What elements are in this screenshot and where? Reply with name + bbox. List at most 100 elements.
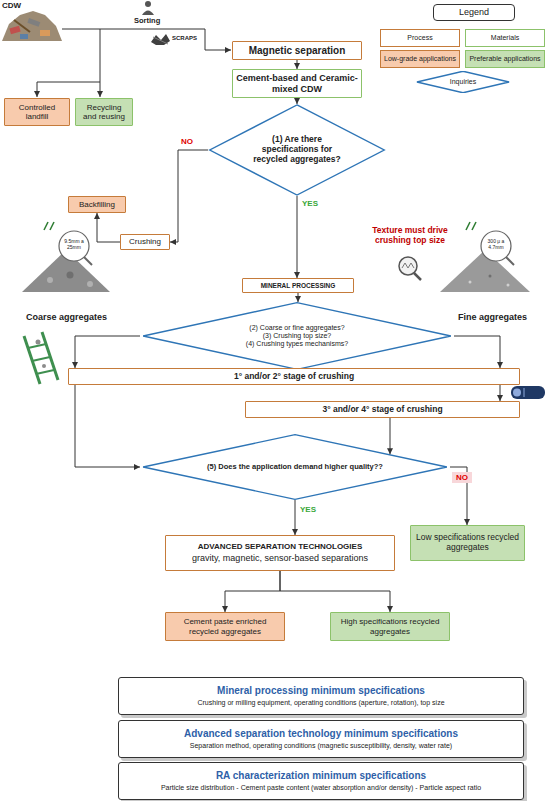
node-text: Low specifications recycled aggregates [414, 533, 521, 553]
node-text: Backfilling [79, 200, 115, 209]
process-box: Magnetic separation [232, 41, 362, 60]
diamond-shape [210, 105, 384, 195]
preferable-box: Recycling and reusing [75, 98, 133, 126]
node-text: 3° and/or 4° stage of crushing [322, 405, 442, 415]
text-label: SCRAPS [172, 35, 197, 42]
node-text: (4) Crushing types mechanisms? [246, 340, 348, 348]
legend-text: Process [407, 34, 432, 42]
rock [36, 340, 41, 345]
flow-arrow [280, 571, 390, 612]
debris-pile [2, 11, 62, 41]
node-text: Controlled landfill [8, 103, 66, 121]
flow-arrow [225, 571, 280, 612]
legend-text: Materials [491, 34, 519, 42]
edge-label: NO [452, 472, 472, 483]
legend-swatch: Low-grade applications [380, 50, 460, 68]
decision-diamond: (5) Does the application demand higher q… [140, 434, 450, 500]
reject-line [37, 29, 100, 97]
flow-arrow [75, 385, 140, 467]
scrap-rod [153, 37, 168, 44]
crusher-rung [32, 357, 50, 361]
legend-swatch: Preferable applications [465, 50, 545, 68]
node-text: gravity, magnetic, sensor-based separati… [192, 553, 368, 563]
scrap-metal [151, 34, 170, 45]
flow-arrow [97, 213, 120, 242]
node-text: Crushing or milling equipment, operating… [197, 699, 444, 707]
preferable-box: Low specifications recycled aggregates [410, 525, 525, 561]
scraps-icon [151, 34, 170, 45]
preferable-box: High specifications recycled aggregates [330, 612, 450, 641]
flow-arrow [295, 500, 296, 535]
legend-sample: Materials [465, 29, 545, 47]
low-grade-box: Controlled landfill [4, 98, 70, 126]
legend-sample: Inquiries [416, 71, 510, 93]
rock [42, 364, 46, 368]
texture-mark [402, 263, 414, 268]
mill-drum [511, 386, 545, 399]
low-grade-box: Backfilling [68, 196, 126, 213]
node-text: (5) Does the application demand higher q… [207, 463, 383, 472]
node-text: Particle size distribution - Cement past… [161, 784, 481, 792]
legend-text: Inquiries [450, 78, 476, 86]
node-text: 1° and/or 2° stage of crushing [234, 372, 354, 382]
sorting-person-icon [142, 1, 154, 15]
fine-pile-icon [440, 222, 530, 292]
mill-ring [524, 388, 525, 397]
flow-arrow [75, 336, 140, 368]
flow-arrow [297, 98, 298, 104]
decision-diamond: (2) Coarse or fine aggregates?(3) Crushi… [140, 302, 454, 370]
magnifier-handle [414, 273, 421, 280]
person-head [145, 1, 151, 7]
node-text: Magnetic separation [249, 45, 346, 57]
process-box: 3° and/or 4° stage of crushing [245, 401, 520, 418]
decision-diamond: (1) Are there specifications for recycle… [208, 104, 386, 196]
edge-label: NO [181, 137, 193, 146]
ball-mill-icon [511, 386, 545, 399]
rain-mark [466, 222, 470, 230]
node-text: Cement-based and Ceramic-mixed CDW [236, 73, 358, 94]
diamond-shape [143, 435, 447, 500]
flow-arrow [297, 196, 298, 278]
aggregate-grain [507, 284, 510, 287]
crusher-icon [24, 332, 58, 384]
node-text: Advanced separation technology minimum s… [184, 728, 458, 740]
node-text: RA characterization minimum specificatio… [216, 770, 426, 782]
text-label: Sorting [134, 17, 160, 26]
magnifier-handle [84, 257, 92, 265]
process-box: ADVANCED SEPARATION TECHNOLOGIESgravity,… [165, 535, 395, 571]
process-box: MINERAL PROCESSING [242, 278, 354, 293]
specification-box: Advanced separation technology minimum s… [118, 720, 524, 758]
node-text: MINERAL PROCESSING [261, 282, 336, 289]
text-label: Coarse aggregates [26, 312, 107, 322]
aggregate-grain [489, 275, 492, 278]
specification-box: RA characterization minimum specificatio… [118, 762, 524, 800]
aggregate-grain [47, 277, 53, 283]
low-grade-box: Cement paste enriched recycled aggregate… [165, 612, 285, 641]
magnifier-lens [399, 257, 417, 275]
magnifier-handle [506, 257, 514, 265]
legend-text: Preferable applications [469, 55, 540, 63]
legend-text: Low-grade applications [384, 55, 456, 63]
rain-mark [44, 222, 48, 230]
node-text: Cement paste enriched recycled aggregate… [169, 617, 281, 635]
text-label: 300 μ a 4.7mm [481, 239, 511, 251]
aggregate-grain [87, 281, 93, 287]
crusher-rung [36, 370, 54, 374]
node-text: (2) Coarse or fine aggregates? [249, 324, 344, 332]
text-label: CDW [2, 1, 21, 10]
node-text: Recycling and reusing [79, 103, 129, 121]
legend-heading: Legend [433, 4, 515, 21]
text-label: Fine aggregates [458, 312, 527, 322]
magnifier-icon [399, 257, 421, 280]
aggregate-grain [469, 281, 472, 284]
tile-piece [40, 30, 50, 36]
mill-end [513, 389, 521, 397]
node-text: High specifications recycled aggregates [334, 617, 446, 635]
flow-arrow [170, 150, 208, 242]
crusher-rung [28, 344, 46, 348]
flow-arrow [298, 293, 299, 302]
rain-mark [472, 222, 476, 230]
process-box: Crushing [120, 234, 170, 250]
